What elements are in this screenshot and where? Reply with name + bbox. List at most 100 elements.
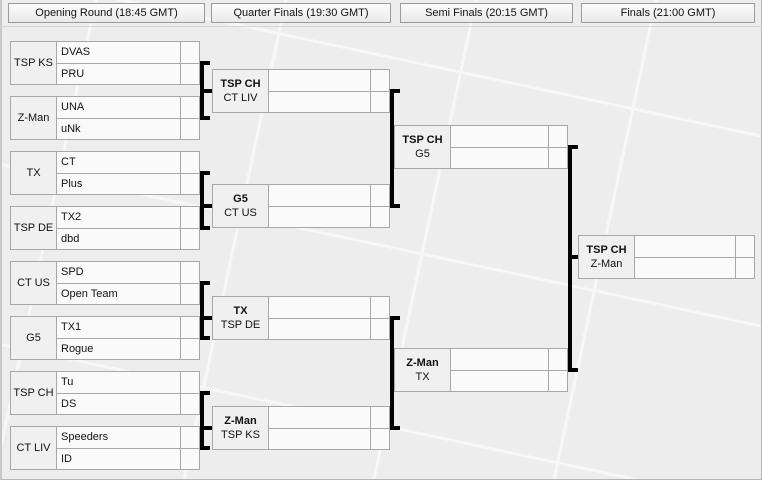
match-label-text: TSP KS xyxy=(14,57,53,69)
match-row[interactable]: TX2 xyxy=(57,207,199,228)
team-score xyxy=(735,257,754,278)
match-row[interactable]: Plus xyxy=(57,172,199,194)
connector-out xyxy=(572,255,580,259)
team-score xyxy=(370,428,389,449)
match-row[interactable]: Rogue xyxy=(57,337,199,359)
team-score xyxy=(180,448,199,469)
team-name: UNA xyxy=(57,97,180,118)
match-rows xyxy=(269,70,389,112)
team-score xyxy=(180,173,199,194)
match-label-winner: TSP CH xyxy=(402,134,443,146)
connector-stub xyxy=(394,204,400,208)
round-header-opening-round[interactable]: Opening Round (18:45 GMT) xyxy=(8,3,205,23)
match-rows xyxy=(451,126,567,168)
team-name: TX2 xyxy=(57,207,180,228)
match-row[interactable]: DVAS xyxy=(57,42,199,63)
connector-stub xyxy=(204,391,210,395)
match-rows xyxy=(269,407,389,449)
team-score xyxy=(180,207,199,228)
connector-vertical xyxy=(200,391,204,450)
team-score xyxy=(180,283,199,304)
team-score xyxy=(180,317,199,338)
match-row[interactable]: DS xyxy=(57,392,199,414)
team-name: TX1 xyxy=(57,317,180,338)
team-score xyxy=(370,318,389,339)
connector-r1-to-qf-1 xyxy=(200,61,212,120)
team-name xyxy=(269,318,370,339)
match-row[interactable] xyxy=(451,146,567,168)
match-row[interactable] xyxy=(451,126,567,147)
team-score xyxy=(180,338,199,359)
match-row[interactable]: ID xyxy=(57,447,199,469)
round-header-semi-finals[interactable]: Semi Finals (20:15 GMT) xyxy=(400,3,573,23)
match-rows xyxy=(635,236,754,278)
match-row[interactable] xyxy=(269,90,389,112)
team-name xyxy=(269,297,370,318)
match-row[interactable] xyxy=(269,185,389,206)
match-row[interactable]: Open Team xyxy=(57,282,199,304)
connector-stub xyxy=(204,446,210,450)
match-row[interactable]: UNA xyxy=(57,97,199,118)
match-row[interactable] xyxy=(269,317,389,339)
match-label: TSP DE xyxy=(11,207,57,249)
match-label-winner: TSP CH xyxy=(586,244,627,256)
match-label: TSP KS xyxy=(11,42,57,84)
match-row[interactable] xyxy=(269,427,389,449)
team-score xyxy=(370,185,389,206)
round-header-quarter-finals[interactable]: Quarter Finals (19:30 GMT) xyxy=(211,3,391,23)
connector-stub xyxy=(394,89,400,93)
connector-out xyxy=(204,89,212,93)
connector-vertical xyxy=(390,89,394,208)
team-name xyxy=(635,257,735,278)
match-row[interactable] xyxy=(635,256,754,278)
match-row[interactable] xyxy=(451,369,567,391)
team-score xyxy=(180,152,199,173)
match-row[interactable] xyxy=(269,70,389,91)
team-name xyxy=(269,70,370,91)
match-row[interactable]: PRU xyxy=(57,62,199,84)
match-row[interactable] xyxy=(269,297,389,318)
connector-stub xyxy=(572,145,578,149)
match-label-runnerup: TSP DE xyxy=(220,319,261,331)
round-header-label: Quarter Finals (19:30 GMT) xyxy=(233,7,369,19)
round-header-finals[interactable]: Finals (21:00 GMT) xyxy=(581,3,755,23)
match-row[interactable] xyxy=(635,236,754,257)
match-row[interactable]: Speeders xyxy=(57,427,199,448)
team-name: DS xyxy=(57,393,180,414)
team-name xyxy=(269,91,370,112)
match-row[interactable]: TX1 xyxy=(57,317,199,338)
match-row[interactable] xyxy=(269,205,389,227)
connector-stub xyxy=(204,281,210,285)
match-row[interactable]: dbd xyxy=(57,227,199,249)
match-label-winner: Z-Man xyxy=(224,415,257,427)
team-score xyxy=(735,236,754,257)
match-label: Z-Man xyxy=(11,97,57,139)
match-row[interactable]: SPD xyxy=(57,262,199,283)
match-row[interactable] xyxy=(269,407,389,428)
match-row[interactable] xyxy=(451,349,567,370)
connector-vertical xyxy=(568,145,572,372)
match-row[interactable]: Tu xyxy=(57,372,199,393)
match-row[interactable]: uNk xyxy=(57,117,199,139)
match-row[interactable]: CT xyxy=(57,152,199,173)
